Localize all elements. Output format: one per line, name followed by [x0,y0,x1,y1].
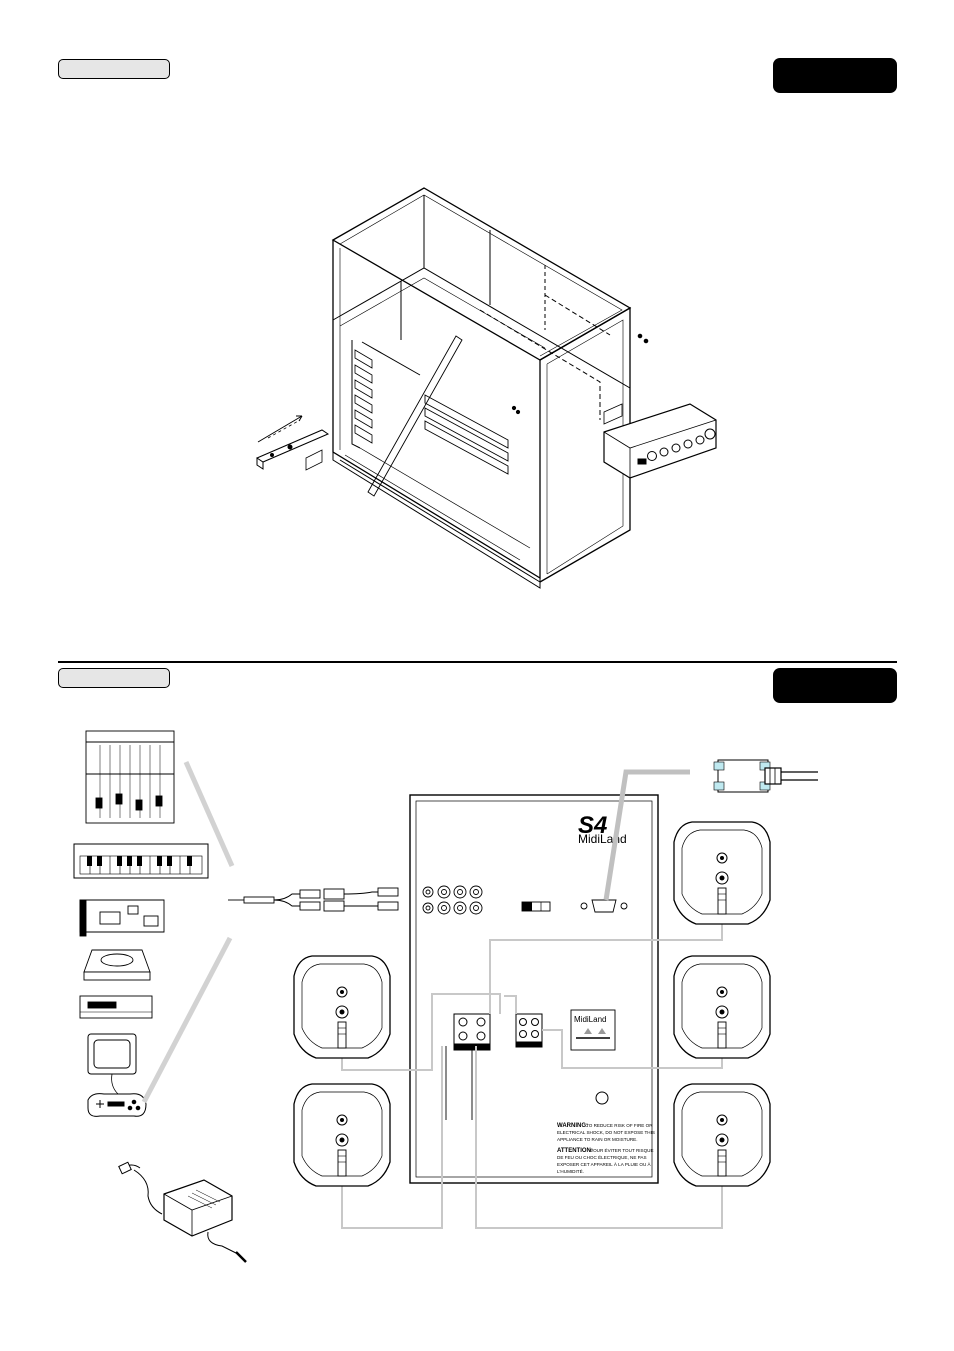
db9-lead [603,769,690,901]
power-adapter [118,1161,247,1263]
section-divider [58,661,897,663]
mode-switch [521,901,551,912]
midi-keyboard-icon [73,843,209,879]
rating-label: MidiLand [570,1009,616,1051]
speaker-terminal-block-main [453,1013,491,1051]
svg-text:ELECTRICAL SHOCK, DO NOT EXPOS: ELECTRICAL SHOCK, DO NOT EXPOSE THIS [557,1130,655,1135]
svg-text:L'HUMIDITÉ.: L'HUMIDITÉ. [557,1168,584,1174]
speaker-terminal-block-center [515,1013,543,1048]
db9-cable-connector [713,759,818,793]
speaker-rear-left [293,1083,391,1187]
speaker-front-left [293,955,391,1059]
game-controller-icon [87,1073,147,1117]
pc-case-illustration [255,187,717,589]
tv-monitor-icon [87,1033,137,1075]
svg-text:EXPOSER CET APPAREIL À LA PLUI: EXPOSER CET APPAREIL À LA PLUIE OU À [557,1161,652,1167]
speaker-wiring [341,922,723,1229]
speaker-front-right [673,821,771,925]
step-label-pill-2 [58,668,170,688]
step-title-badge-2 [773,668,897,703]
speaker-rear-right [673,1083,771,1187]
svg-text:ATTENTION:: ATTENTION: [557,1148,593,1154]
step-title-badge [773,58,897,93]
mixer-console-icon [85,730,175,824]
rca-cable [228,887,399,912]
source-connection-lines [141,760,235,1104]
subwoofer-back-panel: S4 MidiLand [409,794,659,1184]
model-logo: S4 [578,812,607,839]
fuse-holder [595,1091,609,1105]
sound-card-icon [79,899,165,937]
warning-text: WARNING: TO REDUCE RISK OF FIRE OR ELECT… [557,1123,655,1174]
svg-text:APPLIANCE TO RAIN OR MOISTURE.: APPLIANCE TO RAIN OR MOISTURE. [557,1137,638,1142]
svg-text:POUR ÉVITER TOUT RISQUE: POUR ÉVITER TOUT RISQUE [590,1147,654,1153]
speaker-center-right [673,955,771,1059]
svg-text:TO REDUCE RISK OF FIRE OR: TO REDUCE RISK OF FIRE OR [586,1123,653,1128]
svg-text:WARNING:: WARNING: [557,1123,588,1129]
step-label-pill [58,59,170,79]
cd-player-icon [83,949,151,981]
rca-input-jacks [422,885,483,915]
rating-label-brand: MidiLand [574,1015,606,1024]
vcr-icon [79,995,153,1019]
brand-logo: MidiLand [578,832,627,846]
svg-text:DE FEU OU CHOC ÉLECTRIQUE, NE: DE FEU OU CHOC ÉLECTRIQUE, NE PAS [557,1154,647,1160]
